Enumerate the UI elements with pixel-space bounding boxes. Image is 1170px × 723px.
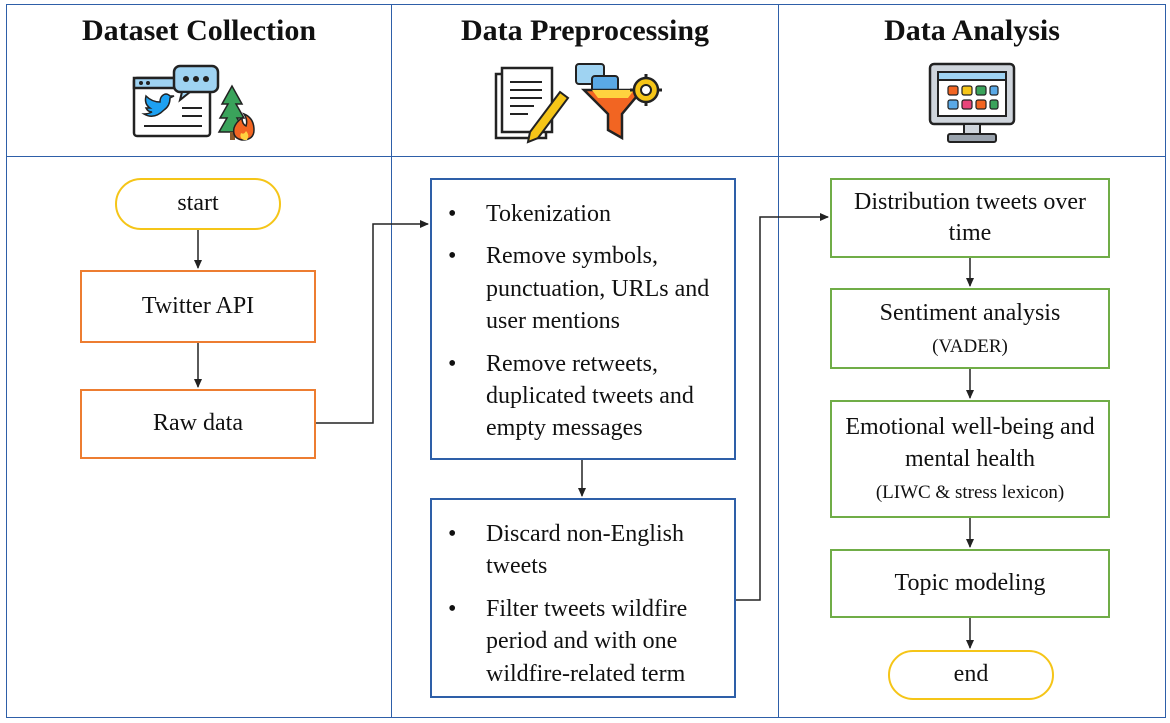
column-title-preprocessing: Data Preprocessing	[460, 14, 710, 47]
topic-modeling-step: Topic modeling	[830, 549, 1110, 618]
list-item: Remove retweets, duplicated tweets and e…	[438, 348, 724, 445]
column-divider	[778, 4, 779, 718]
raw-data-step: Raw data	[80, 389, 316, 459]
cleaning-steps-list: Tokenization Remove symbols, punctuation…	[438, 198, 724, 445]
column-title-collection: Dataset Collection	[81, 14, 317, 47]
preprocessing-cleaning-box: Tokenization Remove symbols, punctuation…	[430, 178, 736, 460]
arrow-preprocessing-to-analysis	[736, 213, 829, 601]
step-label: Distribution tweets over time	[854, 188, 1086, 246]
list-item: Remove symbols, punctuation, URLs and us…	[438, 240, 724, 337]
step-label: Topic modeling	[894, 569, 1046, 596]
list-item: Tokenization	[438, 198, 724, 231]
step-label: Emotional well-being and mental health	[845, 414, 1095, 472]
end-terminal: end	[888, 650, 1054, 700]
emotional-step: Emotional well-being and mental health (…	[830, 400, 1110, 518]
distribution-step: Distribution tweets over time	[830, 178, 1110, 258]
step-label: Sentiment analysis	[879, 299, 1061, 326]
column-divider	[391, 4, 392, 718]
list-item: Discard non-English tweets	[438, 518, 724, 583]
list-item: Filter tweets wildfire period and with o…	[438, 593, 724, 690]
start-terminal: start	[115, 178, 281, 230]
preprocessing-filter-box: Discard non-English tweets Filter tweets…	[430, 498, 736, 698]
documents-filter-icon	[494, 63, 662, 144]
arrow-raw-to-preprocessing	[316, 220, 429, 424]
header-divider	[6, 156, 1166, 157]
filter-steps-list: Discard non-English tweets Filter tweets…	[438, 518, 724, 690]
step-sublabel: (LIWC & stress lexicon)	[875, 481, 1065, 503]
twitter-wildfire-icon	[132, 64, 255, 141]
diagram-frame	[6, 4, 1166, 718]
column-title-analysis: Data Analysis	[884, 14, 1060, 47]
monitor-dashboard-icon	[928, 62, 1016, 143]
step-sublabel: (VADER)	[932, 335, 1008, 357]
sentiment-step: Sentiment analysis (VADER)	[830, 288, 1110, 369]
twitter-api-step: Twitter API	[80, 270, 316, 343]
